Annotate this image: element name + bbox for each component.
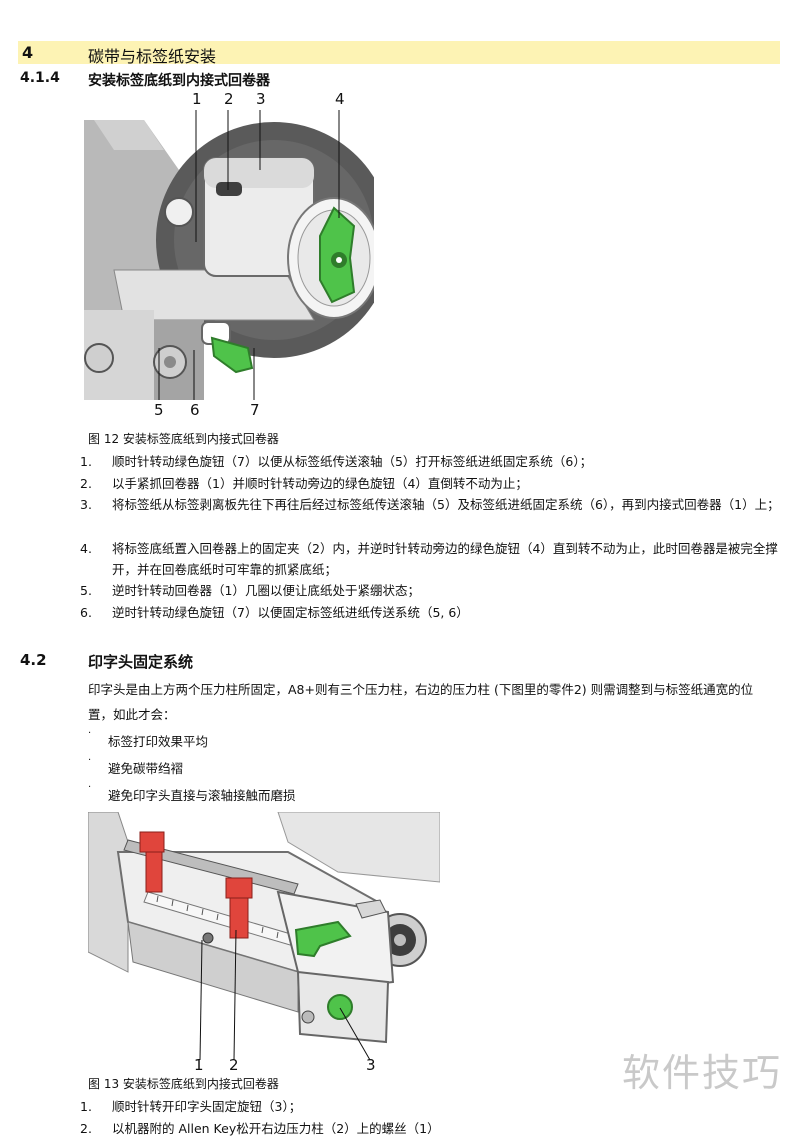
step-text: 将标签底纸置入回卷器上的固定夹（2）内，并逆时针转动旁边的绿色旋钮（4）直到转不… xyxy=(112,541,778,577)
figure1-callout-2: 2 xyxy=(224,90,234,108)
bullet-text: 标签打印效果平均 xyxy=(108,734,209,749)
subsection-title: 安装标签底纸到内接式回卷器 xyxy=(88,73,270,89)
bullet-dot: · xyxy=(88,782,92,793)
step-text: 逆时针转动绿色旋钮（7）以便固定标签纸进纸传送系统（5, 6） xyxy=(112,605,469,620)
rewinder-illustration xyxy=(84,110,374,400)
step-item: 6. 逆时针转动绿色旋钮（7）以便固定标签纸进纸传送系统（5, 6） xyxy=(80,602,792,623)
step-number: 2. xyxy=(80,1121,92,1136)
bullet-text: 避免碳带绉褶 xyxy=(108,761,184,776)
step-number: 4. xyxy=(80,541,92,556)
watermark: 软件技巧 xyxy=(621,1051,782,1095)
step-item: 3. 将标签纸从标签剥离板先往下再往后经过标签纸传送滚轴（5）及标签纸进纸固定系… xyxy=(80,494,792,515)
step-number: 6. xyxy=(80,605,92,620)
step-text: 逆时针转动回卷器（1）几圈以便让底纸处于紧绷状态； xyxy=(112,583,420,598)
bullet-item: · 标签打印效果平均 xyxy=(88,728,209,750)
bullet-dot: · xyxy=(88,728,92,739)
section-title: 印字头固定系统 xyxy=(88,653,194,671)
figure1-callout-3: 3 xyxy=(256,90,266,108)
step-item: 4. 将标签底纸置入回卷器上的固定夹（2）内，并逆时针转动旁边的绿色旋钮（4）直… xyxy=(80,538,792,580)
step-number: 5. xyxy=(80,583,92,598)
figure1-callout-4: 4 xyxy=(335,90,345,108)
step-item: 5. 逆时针转动回卷器（1）几圈以便让底纸处于紧绷状态； xyxy=(80,580,792,601)
bullet-dot: · xyxy=(88,755,92,766)
printhead-illustration xyxy=(88,812,440,1062)
chapter-header-bar xyxy=(18,41,780,64)
step-item: 1. 顺时针转开印字头固定旋钮（3）； xyxy=(80,1096,792,1117)
figure2-callout-1: 1 xyxy=(194,1056,204,1074)
figure1-callout-1: 1 xyxy=(192,90,202,108)
figure2-callout-2: 2 xyxy=(229,1056,239,1074)
step-number: 3. xyxy=(80,497,92,512)
figure1-callout-5: 5 xyxy=(154,401,164,419)
chapter-number: 4 xyxy=(22,43,34,62)
subsection-number: 4.1.4 xyxy=(20,70,60,86)
step-number: 1. xyxy=(80,454,92,469)
bullet-text: 避免印字头直接与滚轴接触而磨损 xyxy=(108,788,296,803)
figure2-callout-3: 3 xyxy=(366,1056,376,1074)
figure1-callout-7: 7 xyxy=(250,401,260,419)
section-number: 4.2 xyxy=(20,651,47,669)
step-item: 2. 以手紧抓回卷器（1）并顺时针转动旁边的绿色旋钮（4）直倒转不动为止； xyxy=(80,473,792,494)
step-text: 顺时针转动绿色旋钮（7）以便从标签纸传送滚轴（5）打开标签纸进纸固定系统（6）； xyxy=(112,454,593,469)
step-text: 顺时针转开印字头固定旋钮（3）； xyxy=(112,1099,302,1114)
step-number: 1. xyxy=(80,1099,92,1114)
step-text: 以手紧抓回卷器（1）并顺时针转动旁边的绿色旋钮（4）直倒转不动为止； xyxy=(112,476,528,491)
step-item: 1. 顺时针转动绿色旋钮（7）以便从标签纸传送滚轴（5）打开标签纸进纸固定系统（… xyxy=(80,451,792,472)
figure1-caption: 图 12 安装标签底纸到内接式回卷器 xyxy=(88,432,279,446)
figure2-caption: 图 13 安装标签底纸到内接式回卷器 xyxy=(88,1077,279,1091)
step-text: 以机器附的 Allen Key松开右边压力柱（2）上的螺丝（1） xyxy=(112,1121,440,1136)
section-paragraph: 印字头是由上方两个压力柱所固定，A8+则有三个压力柱，右边的压力柱 (下图里的零… xyxy=(88,682,754,722)
bullet-item: · 避免印字头直接与滚轴接触而磨损 xyxy=(88,782,296,804)
step-item: 2. 以机器附的 Allen Key松开右边压力柱（2）上的螺丝（1） xyxy=(80,1118,792,1139)
chapter-title: 碳带与标签纸安装 xyxy=(88,47,217,66)
bullet-item: · 避免碳带绉褶 xyxy=(88,755,184,777)
figure1-callout-6: 6 xyxy=(190,401,200,419)
step-text: 将标签纸从标签剥离板先往下再往后经过标签纸传送滚轴（5）及标签纸进纸固定系统（6… xyxy=(112,497,780,512)
step-number: 2. xyxy=(80,476,92,491)
